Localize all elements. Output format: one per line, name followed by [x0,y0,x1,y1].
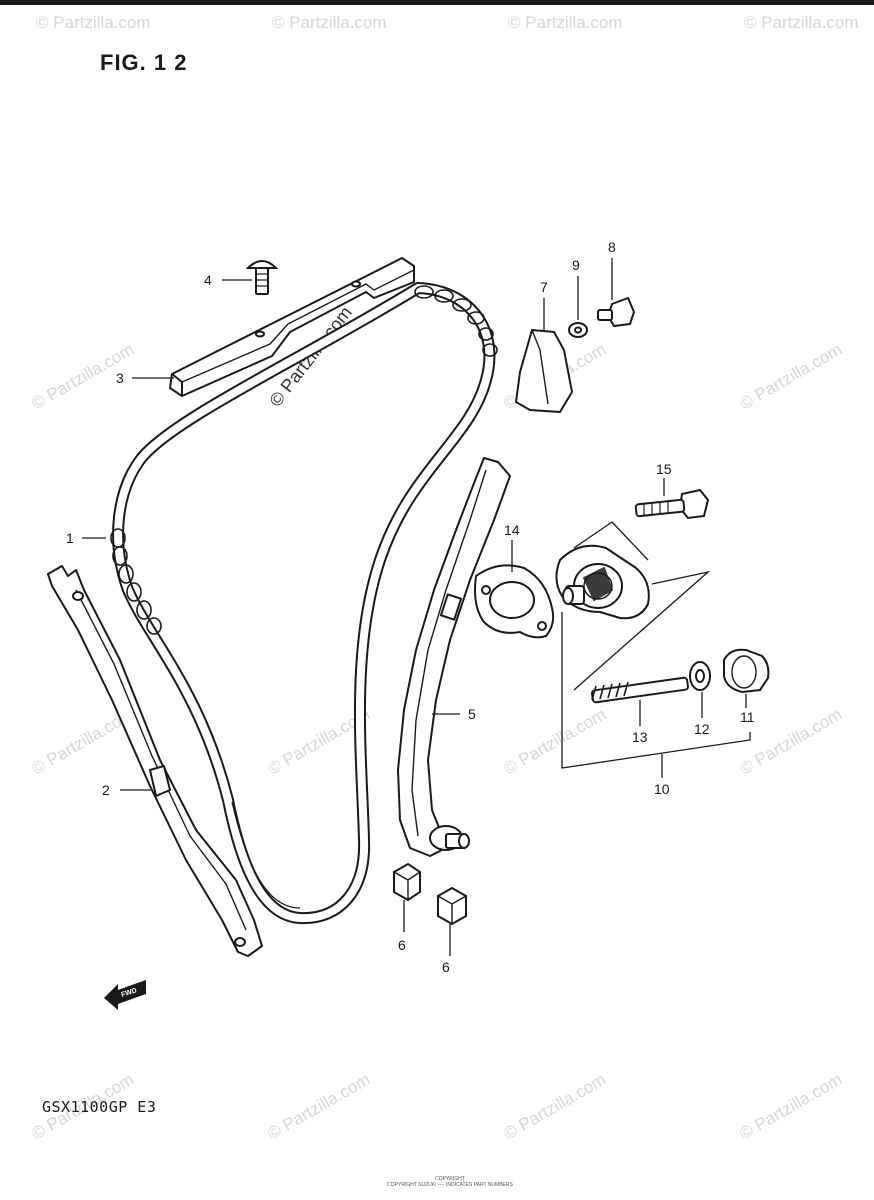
part-11-cap-bolt [723,648,770,694]
watermark: © Partzilla.com [265,1070,374,1144]
callout-13: 13 [632,729,648,745]
leader-lines [82,258,751,956]
part-5-chain-guide-front [397,457,511,857]
callout-4: 4 [204,272,212,288]
fwd-label: FWD [120,987,137,999]
part-1-cam-chain [110,282,498,925]
watermark: © Partzilla.com [501,705,610,779]
callout-1: 1 [66,530,74,546]
part-12-washer [689,661,711,691]
callout-6-b: 6 [442,959,450,975]
part-8-bolt [597,296,636,328]
part-15-bolt [634,488,710,520]
watermark: © Partzilla.com [272,13,387,32]
footer-line: COPYRIGHT SUZUKI ---- INDICATES PART NUM… [387,1182,513,1188]
fwd-arrow: FWD [104,980,146,1010]
footer-note: COPYRIGHT COPYRIGHT SUZUKI ---- INDICATE… [360,1176,540,1188]
watermark: © Partzilla.com [501,1070,610,1144]
footer-line: COPYRIGHT [435,1176,465,1182]
callout-2: 2 [102,782,110,798]
callout-3: 3 [116,370,124,386]
watermark: © Partzilla.com [36,13,151,32]
callout-14: 14 [504,522,520,538]
watermark: © Partzilla.com [744,13,859,32]
callouts: 1 2 3 4 5 6 6 7 8 9 10 11 12 13 14 15 [66,239,755,975]
scan-top-edge [0,0,874,5]
part-6-damper-b [437,886,467,926]
callout-12: 12 [694,721,710,737]
callout-11: 11 [740,709,755,725]
part-14-gasket [474,564,555,639]
watermark: © Partzilla.com [737,340,846,414]
part-9-washer [568,322,588,338]
part-4-screw [245,260,279,295]
watermark: © Partzilla.com [737,1070,846,1144]
callout-7: 7 [540,279,548,295]
figure-title: FIG. 1 2 [100,50,188,75]
callout-10: 10 [654,781,670,797]
callout-9: 9 [572,257,580,273]
part-10-tensioner-body [555,544,650,620]
callout-8: 8 [608,239,616,255]
part-3-upper-chain-guide [169,257,415,397]
callout-5: 5 [468,706,476,722]
model-code: GSX1100GP E3 [42,1098,157,1116]
part-6-damper-a [393,862,421,902]
part-2-chain-guide-rear [47,565,263,957]
part-7-guide-pad [515,329,573,413]
callout-15: 15 [656,461,672,477]
watermark: © Partzilla.com [508,13,623,32]
part-13-push-rod [591,676,689,704]
callout-6-a: 6 [398,937,406,953]
